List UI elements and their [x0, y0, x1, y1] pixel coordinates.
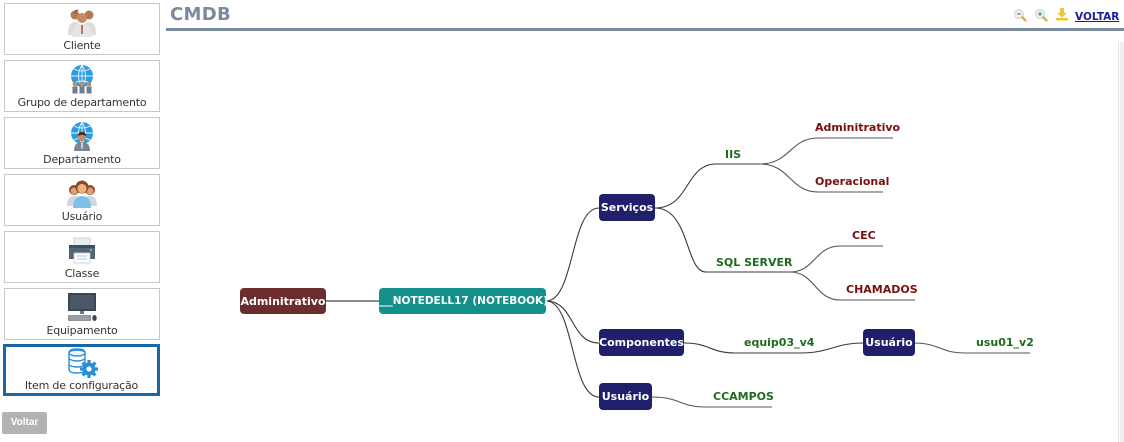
connector-usuario-ccampos: [651, 396, 772, 408]
sidebar-item-label: Classe: [64, 267, 100, 280]
node-root[interactable]: ___NOTEDELL17 (NOTEBOOK): [377, 288, 548, 314]
sidebar-item-cliente[interactable]: Cliente: [4, 3, 160, 55]
zoom-out-icon[interactable]: [1013, 8, 1027, 22]
connector-servicos-sqlserver: [654, 207, 790, 273]
node-iis[interactable]: IIS: [725, 148, 742, 161]
sidebar-item-label: Grupo de departamento: [17, 96, 147, 109]
globe-people-icon: [71, 64, 93, 94]
node-category-usuario[interactable]: Usuário: [599, 383, 652, 410]
title-divider: [166, 28, 1124, 31]
people-group-icon: [68, 9, 96, 37]
connector-root-componentes: [545, 300, 600, 344]
computer-icon: [68, 293, 97, 321]
connector-root-usuario: [545, 300, 600, 398]
database-gear-icon: [67, 348, 98, 378]
vertical-scrollbar[interactable]: [1120, 42, 1124, 442]
node-category-servicos[interactable]: Serviços: [599, 194, 655, 221]
connector-iis-adminitrativo: [759, 137, 893, 165]
sidebar-item-equipamento[interactable]: Equipamento: [4, 288, 160, 340]
sidebar-item-label: Cliente: [63, 39, 101, 52]
node-category-componentes[interactable]: Componentes: [599, 329, 684, 356]
connector-iis-operacional: [759, 163, 883, 193]
node-operacional[interactable]: Operacional: [815, 175, 890, 188]
download-icon[interactable]: [1055, 7, 1069, 21]
node-sql-server[interactable]: SQL SERVER: [716, 256, 793, 269]
node-equip03-v4[interactable]: equip03_v4: [744, 336, 815, 349]
node-cec[interactable]: CEC: [852, 229, 876, 242]
users-icon: [67, 180, 97, 208]
sidebar-item-usuario[interactable]: Usuário: [4, 174, 160, 226]
connector-sqlserver-cec: [789, 245, 883, 273]
connector-servicos-iis: [654, 163, 760, 209]
globe-person-icon: [71, 121, 93, 151]
sidebar-item-departamento[interactable]: Departamento: [4, 117, 160, 169]
voltar-link[interactable]: VOLTAR: [1075, 11, 1120, 23]
sidebar-item-classe[interactable]: Classe: [4, 231, 160, 283]
connector-root-servicos: [545, 207, 600, 302]
printer-icon: [69, 237, 95, 264]
page-title: CMDB: [170, 4, 231, 25]
sidebar-item-label: Usuário: [61, 210, 103, 223]
node-chamados[interactable]: CHAMADOS: [846, 283, 918, 296]
connector-sqlserver-chamados: [789, 271, 915, 301]
node-parent[interactable]: Adminitrativo: [240, 288, 326, 314]
zoom-in-icon[interactable]: [1034, 8, 1048, 22]
sidebar-item-grupo-de-departamento[interactable]: Grupo de departamento: [4, 60, 160, 112]
node-usu01-v2[interactable]: usu01_v2: [976, 336, 1034, 349]
node-ccampos[interactable]: CCAMPOS: [713, 390, 774, 403]
connector-usuario-usu01: [912, 342, 1030, 354]
sidebar-item-item-de-configuracao[interactable]: Item de configuração: [3, 344, 160, 396]
back-button[interactable]: Voltar: [2, 412, 47, 434]
panel-border: [1118, 42, 1119, 442]
sidebar-item-label: Item de configuração: [24, 379, 139, 392]
sidebar-item-label: Equipamento: [46, 324, 118, 337]
connector-componentes-equip: [683, 342, 864, 354]
node-adminitrativo[interactable]: Adminitrativo: [815, 121, 901, 134]
sidebar-item-label: Departamento: [43, 153, 121, 166]
node-sub-category-usuario[interactable]: Usuário: [863, 329, 915, 356]
